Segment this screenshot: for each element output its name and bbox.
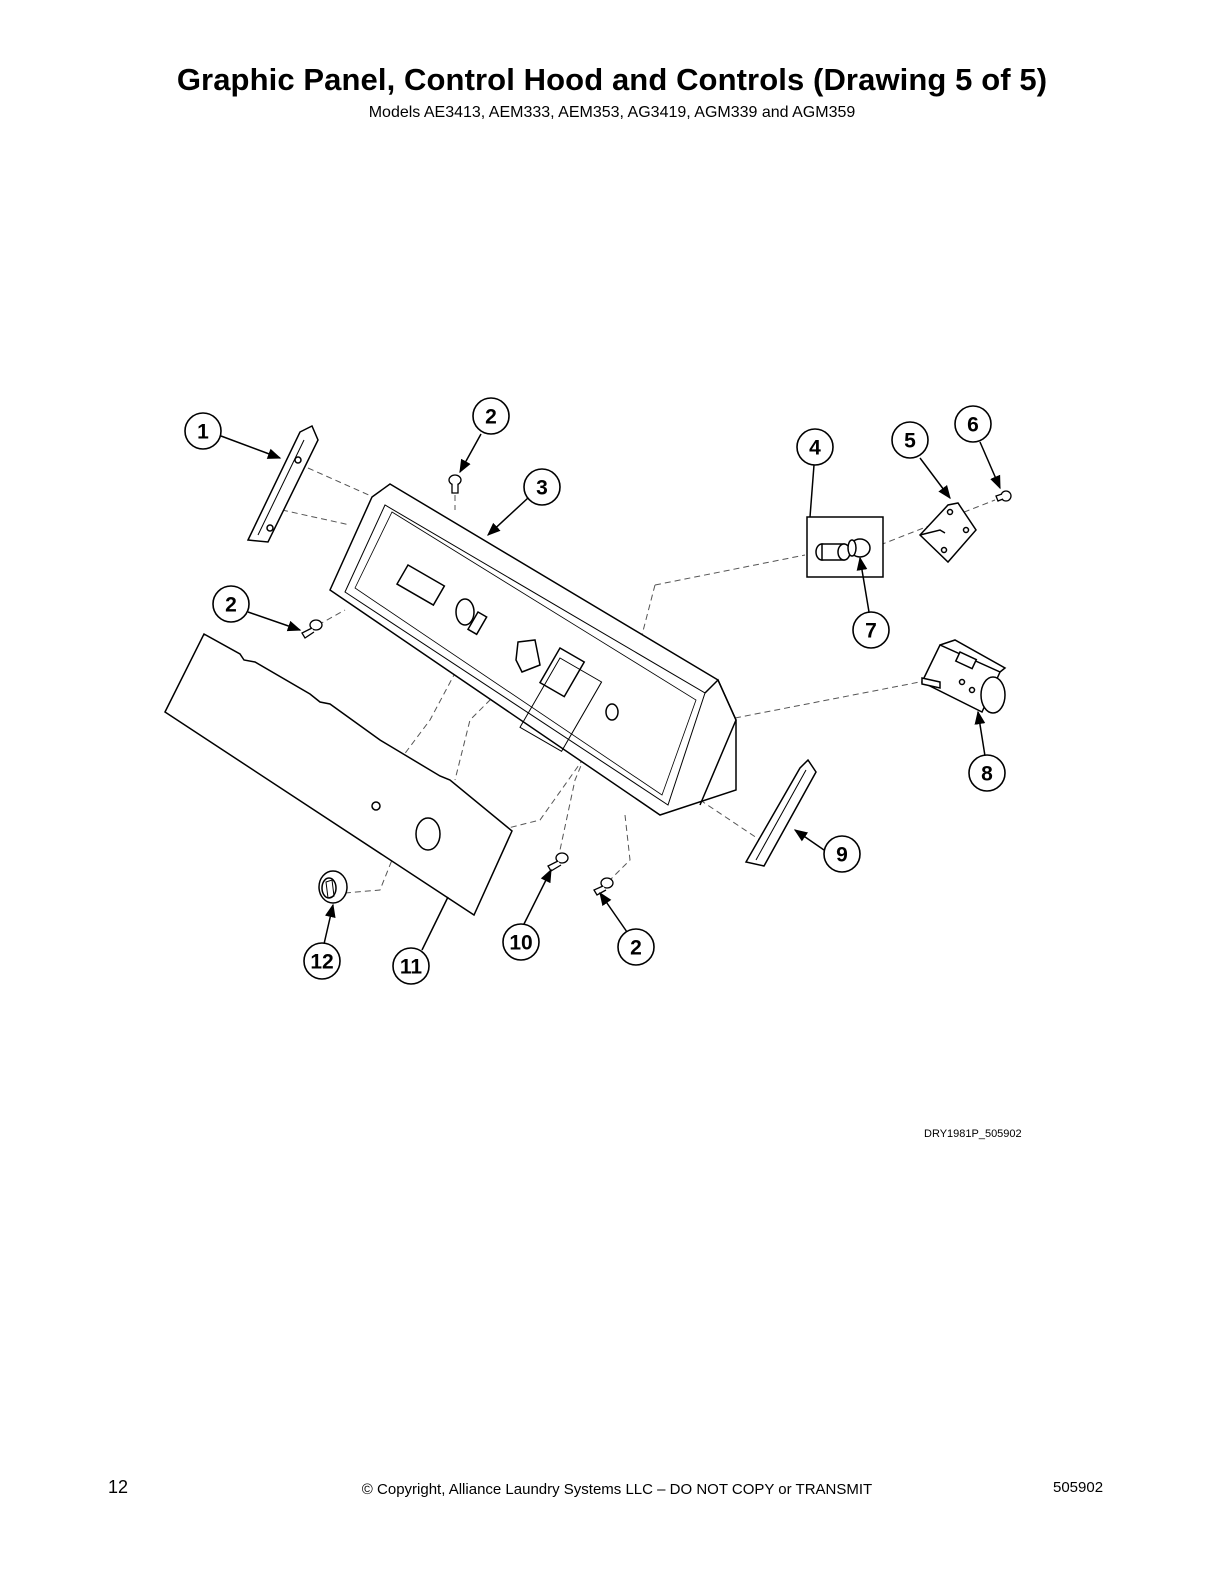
drawing-code: DRY1981P_505902 <box>924 1128 1022 1140</box>
callout-5: 5 <box>891 421 929 459</box>
page-title: Graphic Panel, Control Hood and Controls… <box>176 62 1048 97</box>
part-9-right-end-cap <box>744 758 817 867</box>
part-8-timer <box>921 639 1007 714</box>
page-number: 12 <box>108 1477 129 1497</box>
callout-2: 2 <box>212 585 250 623</box>
callout-number: 3 <box>536 477 548 500</box>
callout-3: 3 <box>523 468 561 506</box>
callout-number: 1 <box>197 421 209 444</box>
callout-2: 2 <box>617 928 655 966</box>
callout-number: 10 <box>509 932 532 955</box>
callout-number: 2 <box>630 937 642 960</box>
callout-6: 6 <box>954 405 992 443</box>
part-3-control-hood <box>329 483 737 816</box>
copyright-notice: © Copyright, Alliance Laundry Systems LL… <box>361 1481 873 1498</box>
callout-number: 5 <box>904 430 916 453</box>
callout-1: 1 <box>184 412 222 450</box>
screw-6 <box>995 490 1012 502</box>
screws <box>301 474 1012 896</box>
callout-number: 8 <box>981 763 993 786</box>
callout-number: 2 <box>225 594 237 617</box>
part-11-graphic-panel <box>164 632 513 917</box>
screw-top <box>448 474 462 494</box>
callout-7: 7 <box>852 611 890 649</box>
callout-number: 6 <box>967 414 979 437</box>
callout-9: 9 <box>823 835 861 873</box>
callout-number: 12 <box>310 951 333 974</box>
screw-bottom-2 <box>593 877 614 896</box>
part-1-left-end-cap <box>246 424 319 543</box>
callout-11: 11 <box>392 947 430 985</box>
callout-number: 9 <box>836 844 848 867</box>
document-number: 505902 <box>1053 1479 1104 1496</box>
screw-left <box>301 619 323 639</box>
callout-number: 2 <box>485 406 497 429</box>
models-subtitle: Models AE3413, AEM333, AEM353, AG3419, A… <box>368 104 856 121</box>
callout-2: 2 <box>472 397 510 435</box>
part-4-switch-assembly <box>806 516 884 578</box>
callout-8: 8 <box>968 754 1006 792</box>
leader-arrows <box>220 433 1001 951</box>
callout-number: 7 <box>865 620 877 643</box>
callout-12: 12 <box>303 942 341 980</box>
part-12-knob <box>318 870 348 904</box>
screw-bottom-10 <box>547 852 569 872</box>
callout-number: 4 <box>809 437 821 460</box>
callout-number: 11 <box>400 956 423 979</box>
callout-10: 10 <box>502 923 540 961</box>
part-5-bracket <box>918 502 977 564</box>
callout-4: 4 <box>796 428 834 466</box>
